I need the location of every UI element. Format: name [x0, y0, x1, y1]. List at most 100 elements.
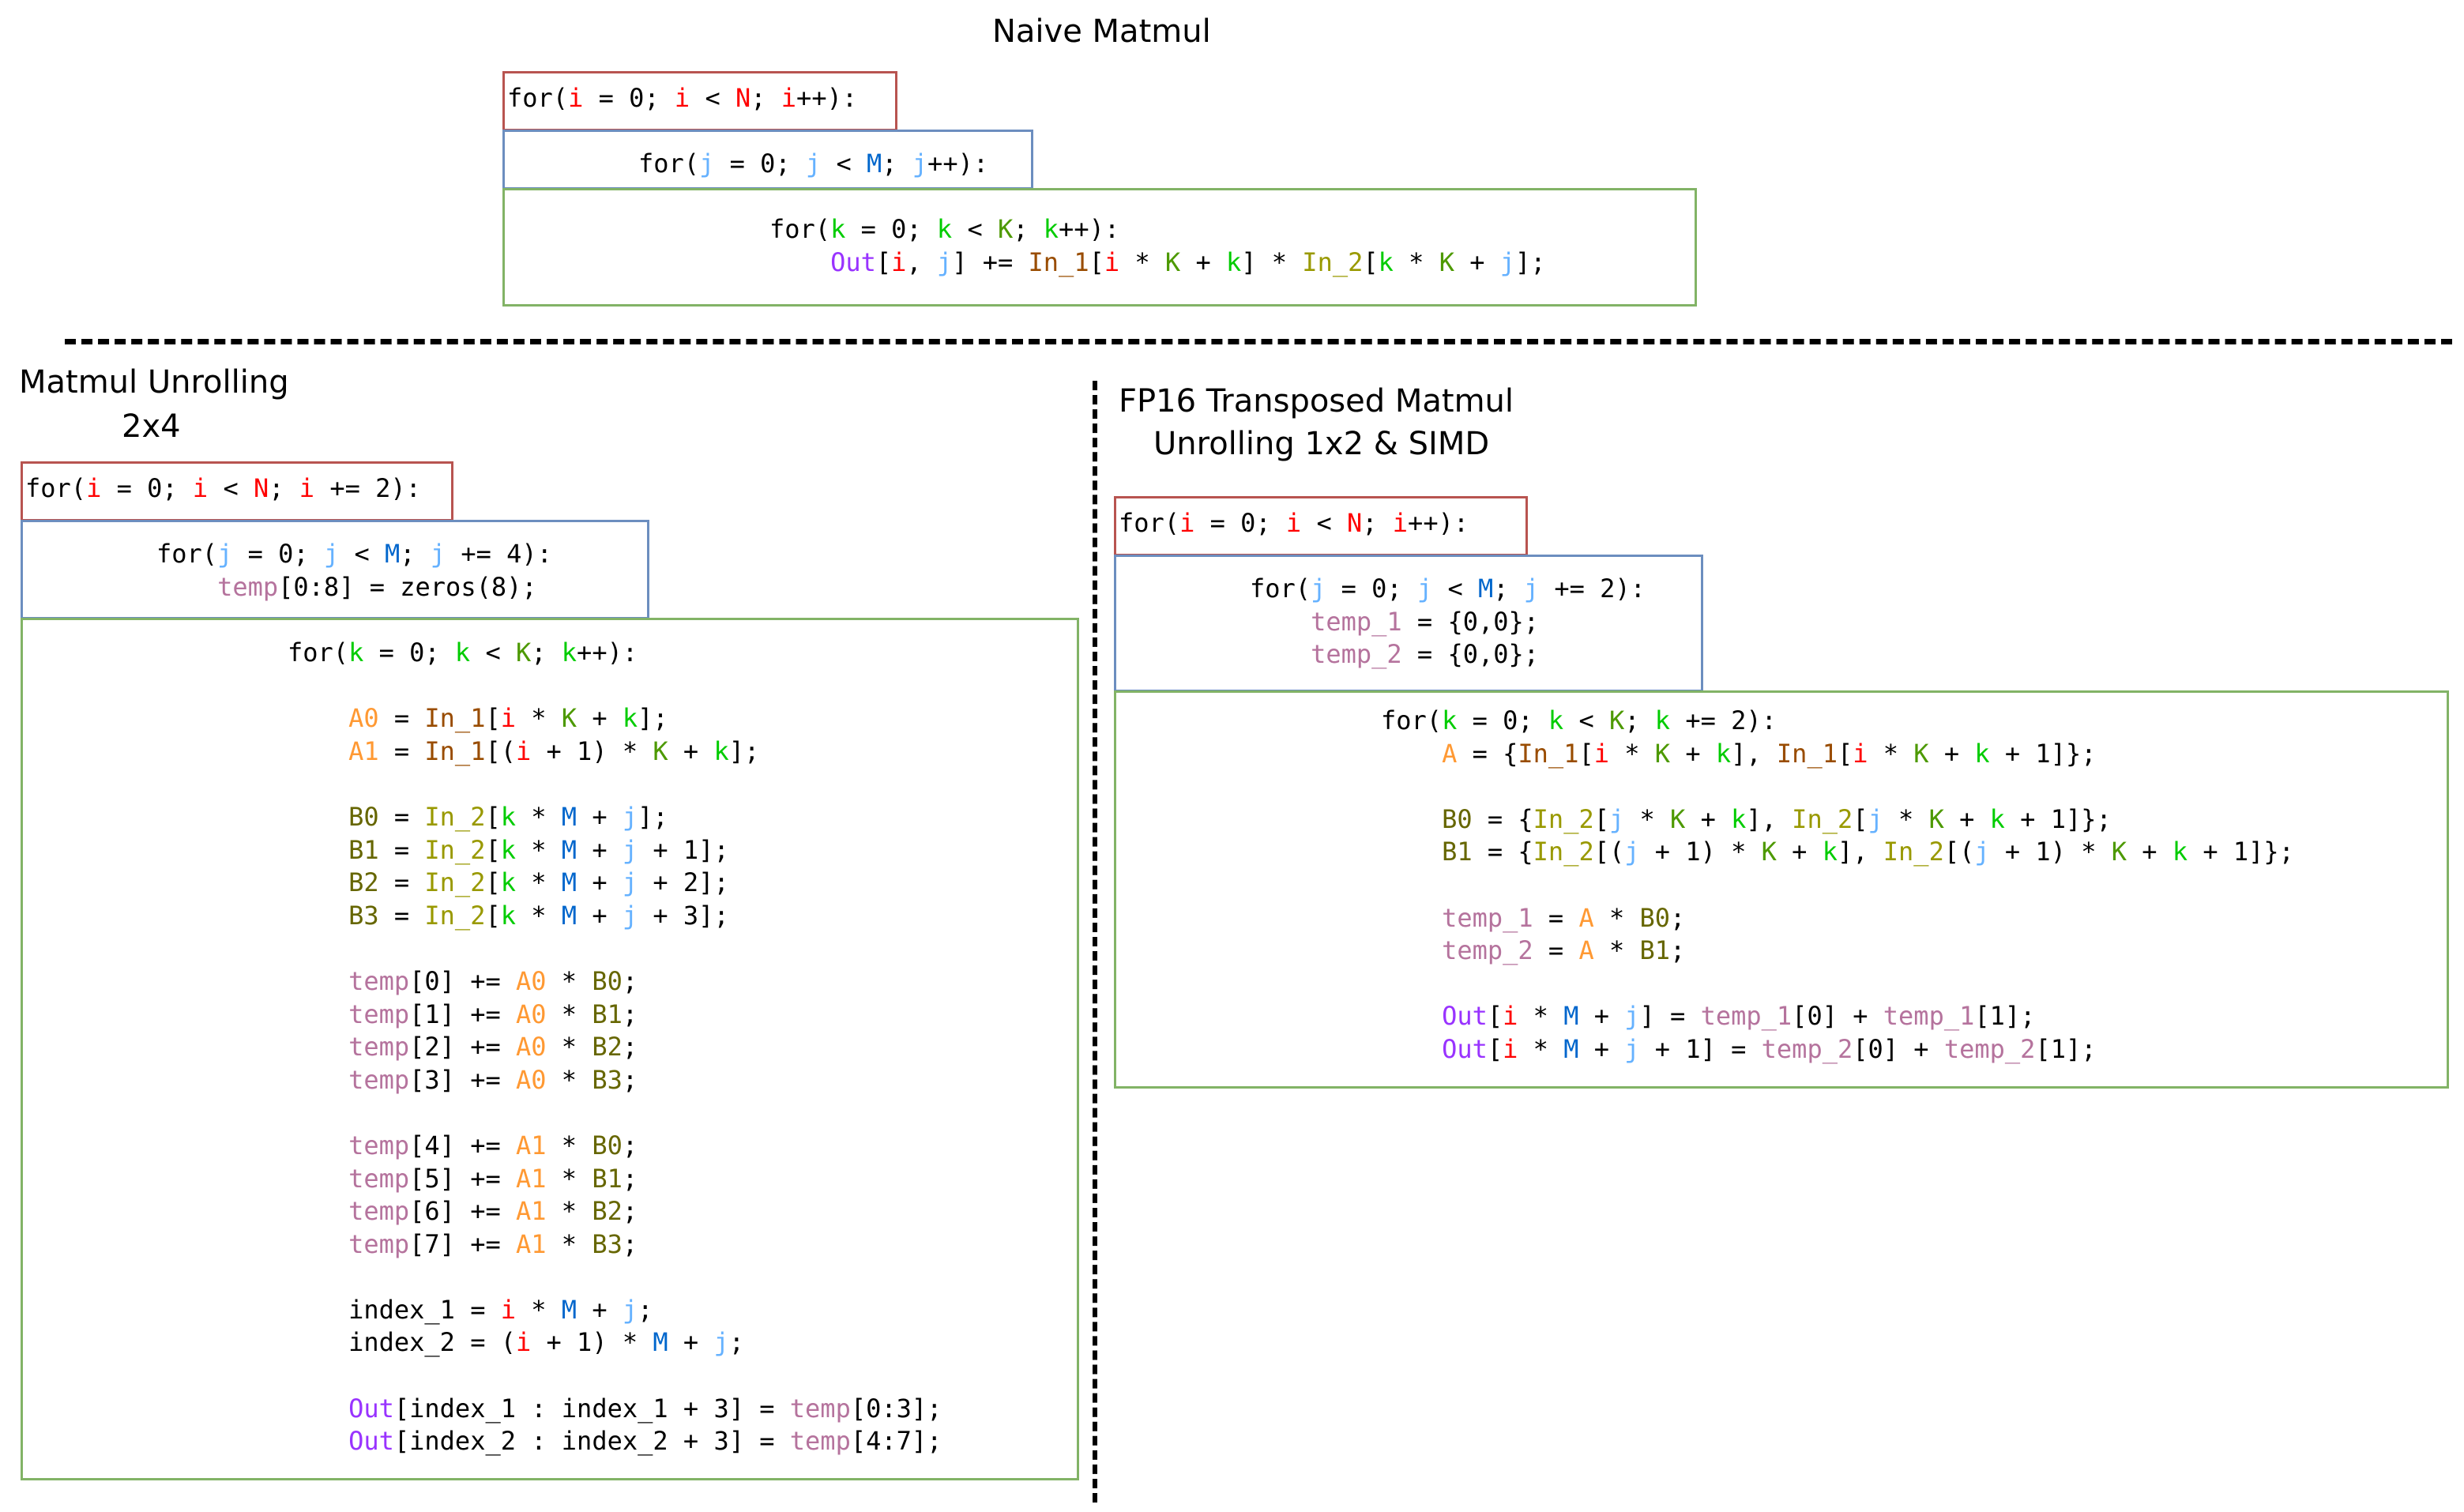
code-text: + 1) *: [531, 1327, 653, 1358]
code-line: B2 = In_2[k * M + j + 2];: [288, 867, 942, 900]
code-line: temp[6] += A1 * B2;: [288, 1195, 942, 1228]
code-text: += 4):: [446, 539, 552, 569]
code-text: =: [378, 900, 425, 931]
code-text: ;: [1362, 508, 1393, 538]
code-token-k: k: [1225, 246, 1242, 277]
code-token-in-2: In_2: [1533, 837, 1594, 867]
code-token-in-2: In_2: [424, 834, 486, 865]
code-token-j: j: [1624, 1001, 1640, 1032]
code-token-i: i: [1503, 1001, 1518, 1032]
code-text: [288, 966, 348, 996]
unroll-k-loop-code: for(k = 0; k < K; k++): A0 = In_1[i * K …: [288, 637, 942, 1458]
code-text: +: [1776, 837, 1823, 867]
code-text: *: [515, 900, 562, 931]
code-text: [(: [1943, 837, 1975, 867]
code-line: temp[2] += A0 * B2;: [288, 1031, 942, 1064]
code-text: ],: [1731, 738, 1777, 769]
code-token-m: M: [561, 867, 577, 898]
code-token-i: i: [1593, 738, 1609, 769]
code-text: =: [378, 834, 425, 865]
code-text: ;: [400, 539, 431, 569]
code-token-k: k: [1989, 803, 2005, 834]
code-text: +: [1685, 803, 1732, 834]
code-token-b: B3: [592, 1228, 623, 1259]
code-text: [: [485, 703, 501, 734]
code-token-k: k: [1974, 738, 1990, 769]
code-token-out: Out: [1442, 1033, 1488, 1064]
code-text: ++):: [577, 638, 638, 668]
code-token-temp: temp: [348, 1163, 410, 1194]
code-text: ;: [1013, 214, 1044, 244]
code-text: [0:8] = zeros(8);: [278, 571, 537, 602]
code-text: [288, 1065, 348, 1095]
code-line: B1 = {In_2[(j + 1) * K + k], In_2[(j + 1…: [1381, 836, 2294, 869]
code-token-temp: temp: [348, 1228, 410, 1259]
code-text: ],: [1746, 803, 1793, 834]
code-text: for(: [25, 473, 87, 503]
code-token-temp: temp_1: [1700, 1001, 1793, 1032]
code-text: =: [378, 867, 425, 898]
fp16-i-loop-code: for(i = 0; i < N; i++):: [1119, 507, 1469, 540]
code-token-a: A1: [515, 1163, 547, 1194]
code-text: *: [546, 1130, 592, 1160]
code-text: = 0;: [101, 473, 193, 503]
code-text: for(: [769, 214, 831, 244]
code-token-i: i: [1503, 1033, 1518, 1064]
code-text: +: [577, 1294, 623, 1325]
code-token-in-2: In_2: [424, 867, 486, 898]
code-text: +: [1943, 803, 1990, 834]
code-token-i: i: [515, 1327, 532, 1358]
code-text: ;: [269, 473, 299, 503]
code-token-temp: temp_2: [1943, 1033, 2036, 1064]
code-token-in-1: In_1: [424, 703, 486, 734]
code-text: [288, 1032, 348, 1062]
fp16-title-line1: FP16 Transposed Matmul: [1119, 383, 1514, 419]
code-token-a: A0: [515, 999, 547, 1029]
code-line: Out[index_2 : index_2 + 3] = temp[4:7];: [288, 1425, 942, 1458]
code-text: *: [515, 867, 562, 898]
code-token-k: K: [1913, 738, 1929, 769]
code-text: *: [546, 1032, 592, 1063]
code-token-temp: temp: [789, 1393, 851, 1424]
code-text: +: [1928, 738, 1975, 769]
code-text: [0] +: [1853, 1033, 1944, 1064]
code-line: for(i = 0; i < N; i += 2):: [25, 472, 421, 506]
code-token-i: i: [500, 1294, 516, 1325]
code-text: =: [378, 735, 425, 766]
code-token-k: k: [1731, 803, 1747, 834]
code-text: <: [339, 539, 385, 569]
code-text: ];: [1515, 246, 1546, 277]
code-token-k: k: [348, 638, 364, 668]
code-text: ];: [638, 801, 668, 832]
code-text: =: [378, 801, 425, 832]
code-text: [0] +: [1792, 1001, 1883, 1032]
code-text: [1250, 639, 1311, 669]
code-text: ;: [728, 1327, 744, 1358]
code-token-j: j: [1974, 837, 1990, 867]
code-token-temp: temp: [789, 1426, 851, 1457]
code-text: [288, 999, 348, 1029]
code-text: [288, 1394, 348, 1424]
code-token-in-1: In_1: [1776, 738, 1838, 769]
code-text: *: [1608, 738, 1655, 769]
code-text: *: [1119, 246, 1165, 277]
code-token-out: Out: [1442, 1001, 1488, 1032]
code-token-temp: temp: [348, 1196, 410, 1227]
code-line: temp[0:8] = zeros(8);: [156, 571, 552, 604]
code-token-k: k: [561, 638, 577, 668]
code-text: [1] +=: [409, 999, 516, 1029]
code-token-i: i: [500, 703, 516, 734]
code-text: +: [577, 867, 623, 898]
code-text: = 0;: [583, 83, 675, 113]
code-text: ;: [531, 638, 562, 668]
code-text: = {: [1457, 738, 1518, 769]
code-text: [: [1487, 1001, 1503, 1032]
code-text: ];: [728, 735, 760, 766]
code-line: for(j = 0; j < M; j++):: [638, 148, 988, 181]
code-text: [: [1578, 738, 1594, 769]
code-token-i: i: [781, 83, 797, 113]
code-line: B0 = {In_2[j * K + k], In_2[j * K + k + …: [1381, 803, 2294, 837]
code-text: *: [546, 1228, 592, 1259]
code-text: = 0;: [1194, 508, 1286, 538]
code-token-m: M: [384, 539, 401, 569]
